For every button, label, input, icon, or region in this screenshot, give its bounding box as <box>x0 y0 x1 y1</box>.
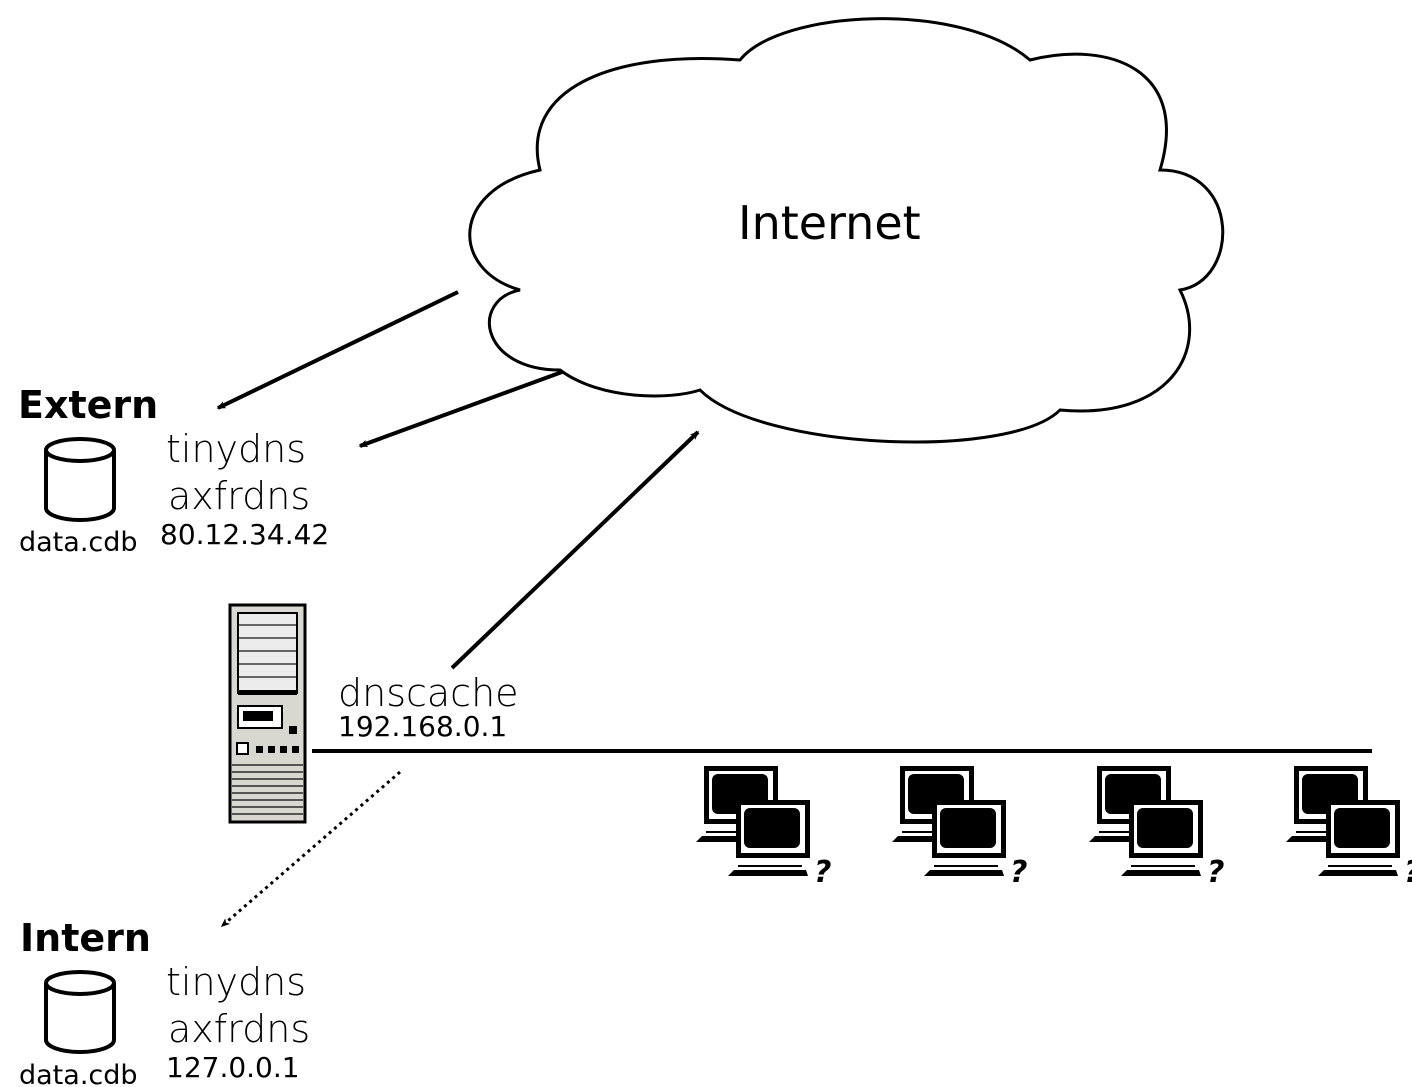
client-unknown-marker: ? <box>1207 855 1224 890</box>
intern-file-label: data.cdb <box>19 1060 138 1087</box>
arrow-internet-to-extern-tinydns <box>216 290 459 410</box>
extern-database-icon <box>44 437 116 522</box>
intern-axfrdns-label: axfrdns <box>168 1007 311 1051</box>
extern-file-label: data.cdb <box>19 527 138 558</box>
arrow-dnscache-to-intern <box>220 770 401 928</box>
extern-axfrdns-label: axfrdns <box>168 474 311 518</box>
intern-tinydns-label: tinydns <box>166 960 307 1004</box>
dnscache-label: dnscache <box>338 671 519 715</box>
intern-ip-label: 127.0.0.1 <box>166 1051 300 1084</box>
client-computers-icon: ? <box>1089 766 1224 890</box>
arrow-internet-to-extern-axfrdns <box>358 370 563 448</box>
client-computers-icon: ? <box>892 766 1027 890</box>
cloud-icon <box>468 17 1225 444</box>
internet-label: Internet <box>738 196 921 250</box>
client-unknown-marker: ? <box>1010 855 1027 890</box>
extern-tinydns-label: tinydns <box>166 427 307 471</box>
intern-title: Intern <box>20 916 151 960</box>
arrow-dnscache-to-internet <box>450 430 700 670</box>
client-computers-icon: ? <box>1286 766 1412 890</box>
intern-database-icon <box>44 970 116 1054</box>
server-tower-icon <box>228 603 307 824</box>
client-computers-icon: ? <box>696 766 831 890</box>
extern-title: Extern <box>18 383 159 427</box>
dnscache-ip-label: 192.168.0.1 <box>338 710 508 743</box>
extern-ip-label: 80.12.34.42 <box>160 518 330 551</box>
client-unknown-marker: ? <box>1404 855 1412 890</box>
client-unknown-marker: ? <box>814 855 831 890</box>
